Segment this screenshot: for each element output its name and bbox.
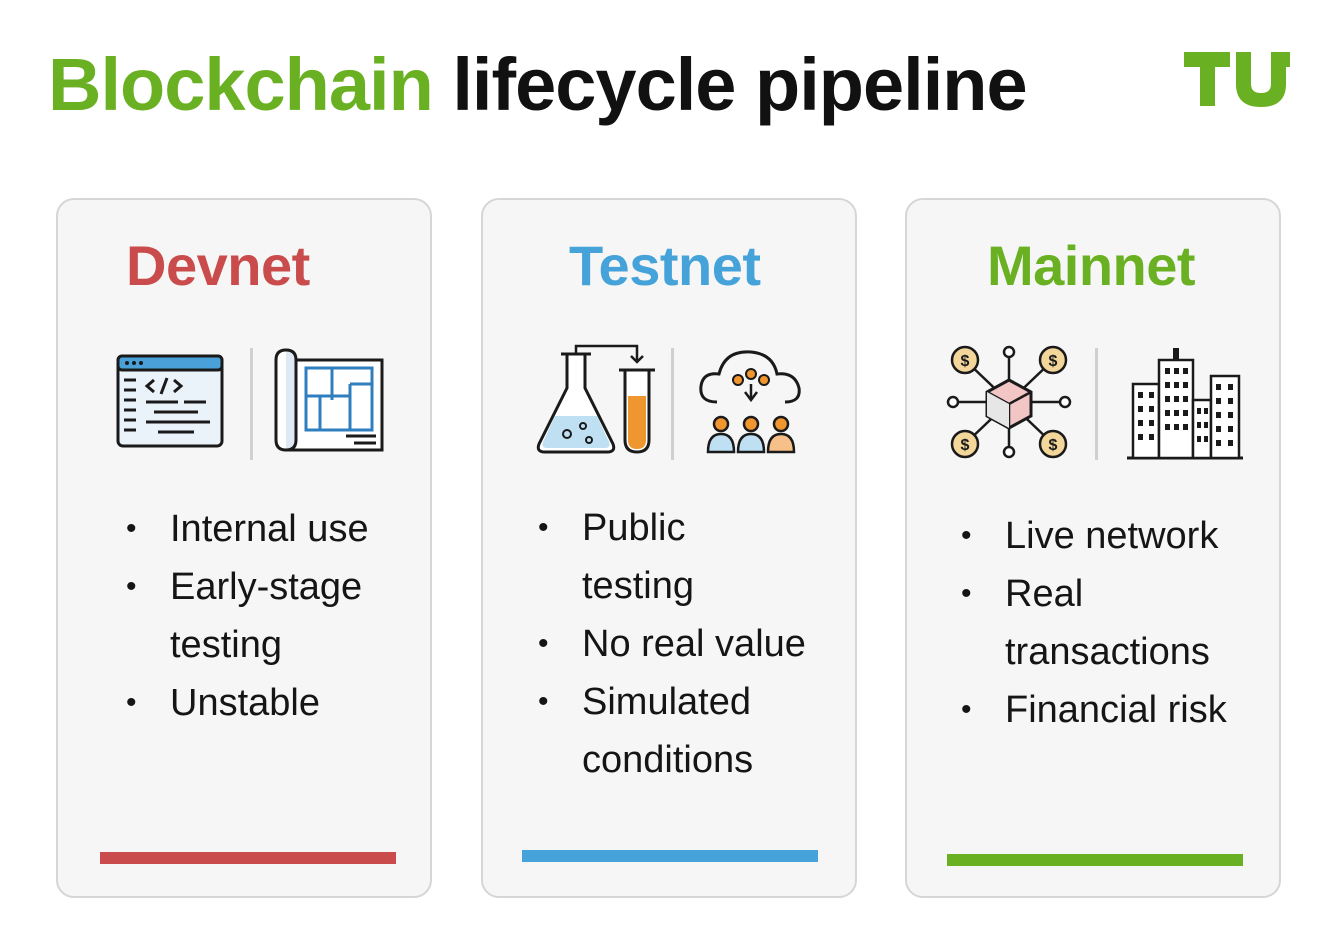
mainnet-color-bar — [947, 854, 1243, 866]
list-item: Public testing — [538, 499, 762, 615]
list-item: Unstable — [126, 674, 426, 732]
title-rest: lifecycle pipeline — [452, 43, 1027, 126]
list-item: Real transactions — [961, 565, 1245, 681]
cloud-users-icon — [699, 350, 801, 454]
tu-logo-icon — [1184, 52, 1290, 107]
devnet-color-bar — [100, 852, 396, 864]
code-window-icon — [116, 354, 224, 448]
svg-text:$: $ — [1049, 353, 1058, 370]
svg-text:$: $ — [1049, 437, 1058, 454]
card-title-mainnet: Mainnet — [987, 234, 1196, 297]
list-item: Simulated conditions — [538, 673, 802, 789]
devnet-bullets: Internal use Early-stage testing Unstabl… — [126, 500, 426, 732]
card-mainnet: Mainnet $ $ $ $ — [905, 198, 1281, 898]
page-title: Blockchain lifecycle pipeline — [48, 48, 1028, 122]
title-highlight: Blockchain — [48, 43, 434, 126]
crypto-network-icon: $ $ $ $ — [946, 345, 1072, 459]
svg-text:$: $ — [961, 437, 970, 454]
testnet-icons — [536, 344, 801, 460]
card-testnet: Testnet — [481, 198, 857, 898]
list-item: Live network — [961, 507, 1279, 565]
list-item: Internal use — [126, 500, 426, 558]
blueprint-icon — [274, 348, 384, 452]
list-item: No real value — [538, 615, 848, 673]
list-item: Early-stage testing — [126, 558, 390, 674]
devnet-icons — [116, 348, 384, 460]
svg-text:$: $ — [961, 353, 970, 370]
lab-flask-icon — [536, 344, 655, 454]
card-title-testnet: Testnet — [569, 234, 761, 297]
list-item: Financial risk — [961, 681, 1279, 739]
testnet-color-bar — [522, 850, 818, 862]
city-buildings-icon — [1127, 348, 1243, 460]
testnet-bullets: Public testing No real value Simulated c… — [538, 499, 848, 789]
mainnet-bullets: Live network Real transactions Financial… — [961, 507, 1279, 739]
card-devnet: Devnet — [56, 198, 432, 898]
card-title-devnet: Devnet — [126, 234, 310, 297]
mainnet-icons: $ $ $ $ — [946, 345, 1243, 460]
